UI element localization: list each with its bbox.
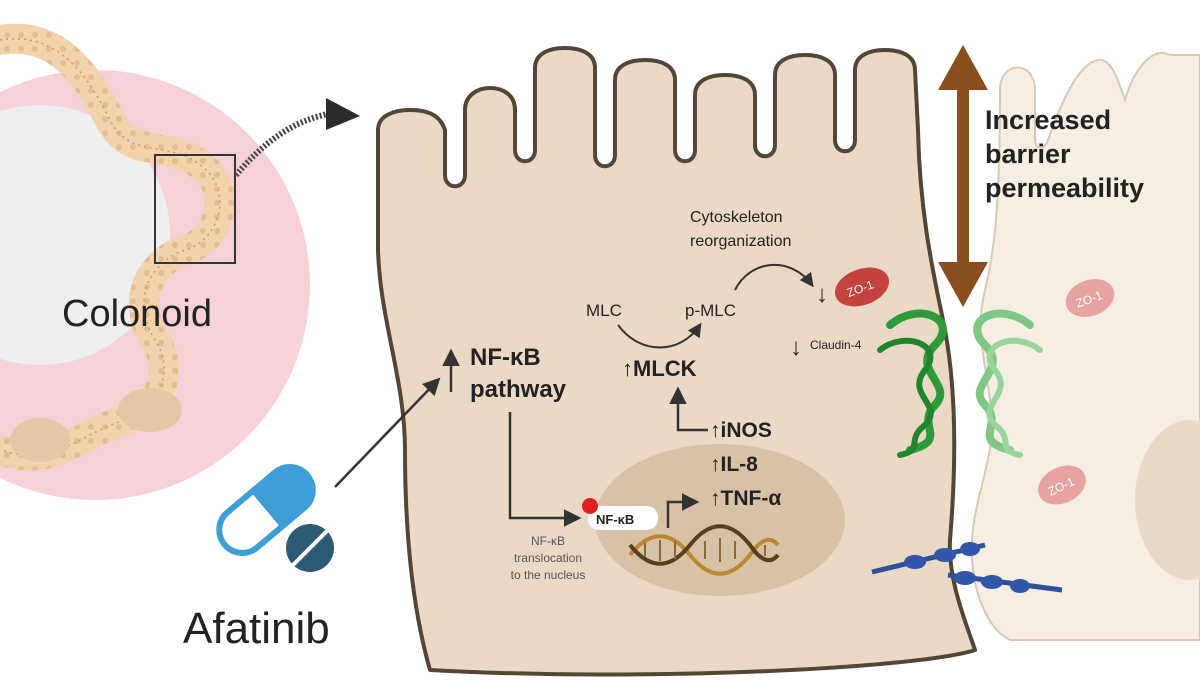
cytoskeleton-arrow: [734, 263, 814, 291]
zoom-arrow: [233, 109, 339, 177]
claudin-strand: [973, 309, 1034, 454]
zo1-down-arrow: ↓: [816, 281, 828, 308]
cytoskeleton-label-line1: Cytoskeleton: [690, 209, 783, 226]
colonoid-lumen: [0, 105, 170, 365]
colonoid-figure: Colonoid: [0, 23, 360, 500]
zoom-arrow-head: [326, 98, 360, 130]
mlc-phosphorylation-arrow: [617, 322, 702, 349]
permeability-label-line3: permeability: [985, 173, 1144, 203]
permeability-arrow: [938, 45, 988, 307]
gene-expression-arrow: [666, 493, 700, 528]
translocation-label-line3: to the nucleus: [511, 568, 586, 582]
colonoid-crypt: [118, 388, 182, 432]
tnf-label: ↑TNF-α: [710, 487, 781, 510]
claudin-down-arrow: ↓: [790, 334, 802, 361]
translocation-label-line1: NF-κB: [531, 534, 565, 548]
il8-label: ↑IL-8: [710, 453, 758, 476]
nucleus-nfkb-badge: [588, 506, 658, 530]
zo1-protein: ZO-1: [1038, 465, 1086, 505]
afatinib-label: Afatinib: [183, 604, 330, 653]
inos-to-mlck-arrow: [669, 386, 708, 432]
colonoid-label: Colonoid: [62, 293, 212, 335]
claudin-strand: [986, 337, 1043, 458]
permeability-label-line1: Increased: [985, 105, 1111, 135]
mlck-label: ↑MLCK: [622, 356, 697, 381]
pmlc-label: p-MLC: [685, 301, 736, 320]
translocation-label-line2: translocation: [514, 551, 582, 565]
dna-helix: [628, 524, 780, 576]
phospho-dot-icon: [582, 498, 598, 514]
nucleus: [595, 444, 845, 596]
inos-label: ↑iNOS: [710, 419, 772, 442]
nucleus-nfkb-label: NF-κB: [596, 512, 634, 527]
zo1-protein: ZO-1: [834, 267, 890, 307]
zoom-box: [154, 154, 236, 264]
claudin-strand: [886, 309, 947, 454]
claudin-strand: [877, 337, 934, 458]
mlc-label: MLC: [586, 301, 622, 320]
afatinib-to-nfkb-arrow: [334, 377, 441, 488]
claudin-label: Claudin-4: [810, 338, 862, 352]
nfkb-pathway-line1: NF-κB: [470, 344, 541, 371]
cytoskeleton-label-line2: reorganization: [690, 233, 791, 250]
nfkb-pathway-line2: pathway: [470, 376, 567, 403]
translocation-arrow: [508, 412, 582, 527]
adherens-junction: [871, 542, 1063, 593]
afatinib-pill-icon: [216, 464, 334, 572]
neighbor-nucleus: [1135, 420, 1200, 580]
colonoid-crypt: [10, 418, 70, 462]
permeability-label-line2: barrier: [985, 139, 1071, 169]
zo1-protein: ZO-1: [1065, 279, 1115, 317]
